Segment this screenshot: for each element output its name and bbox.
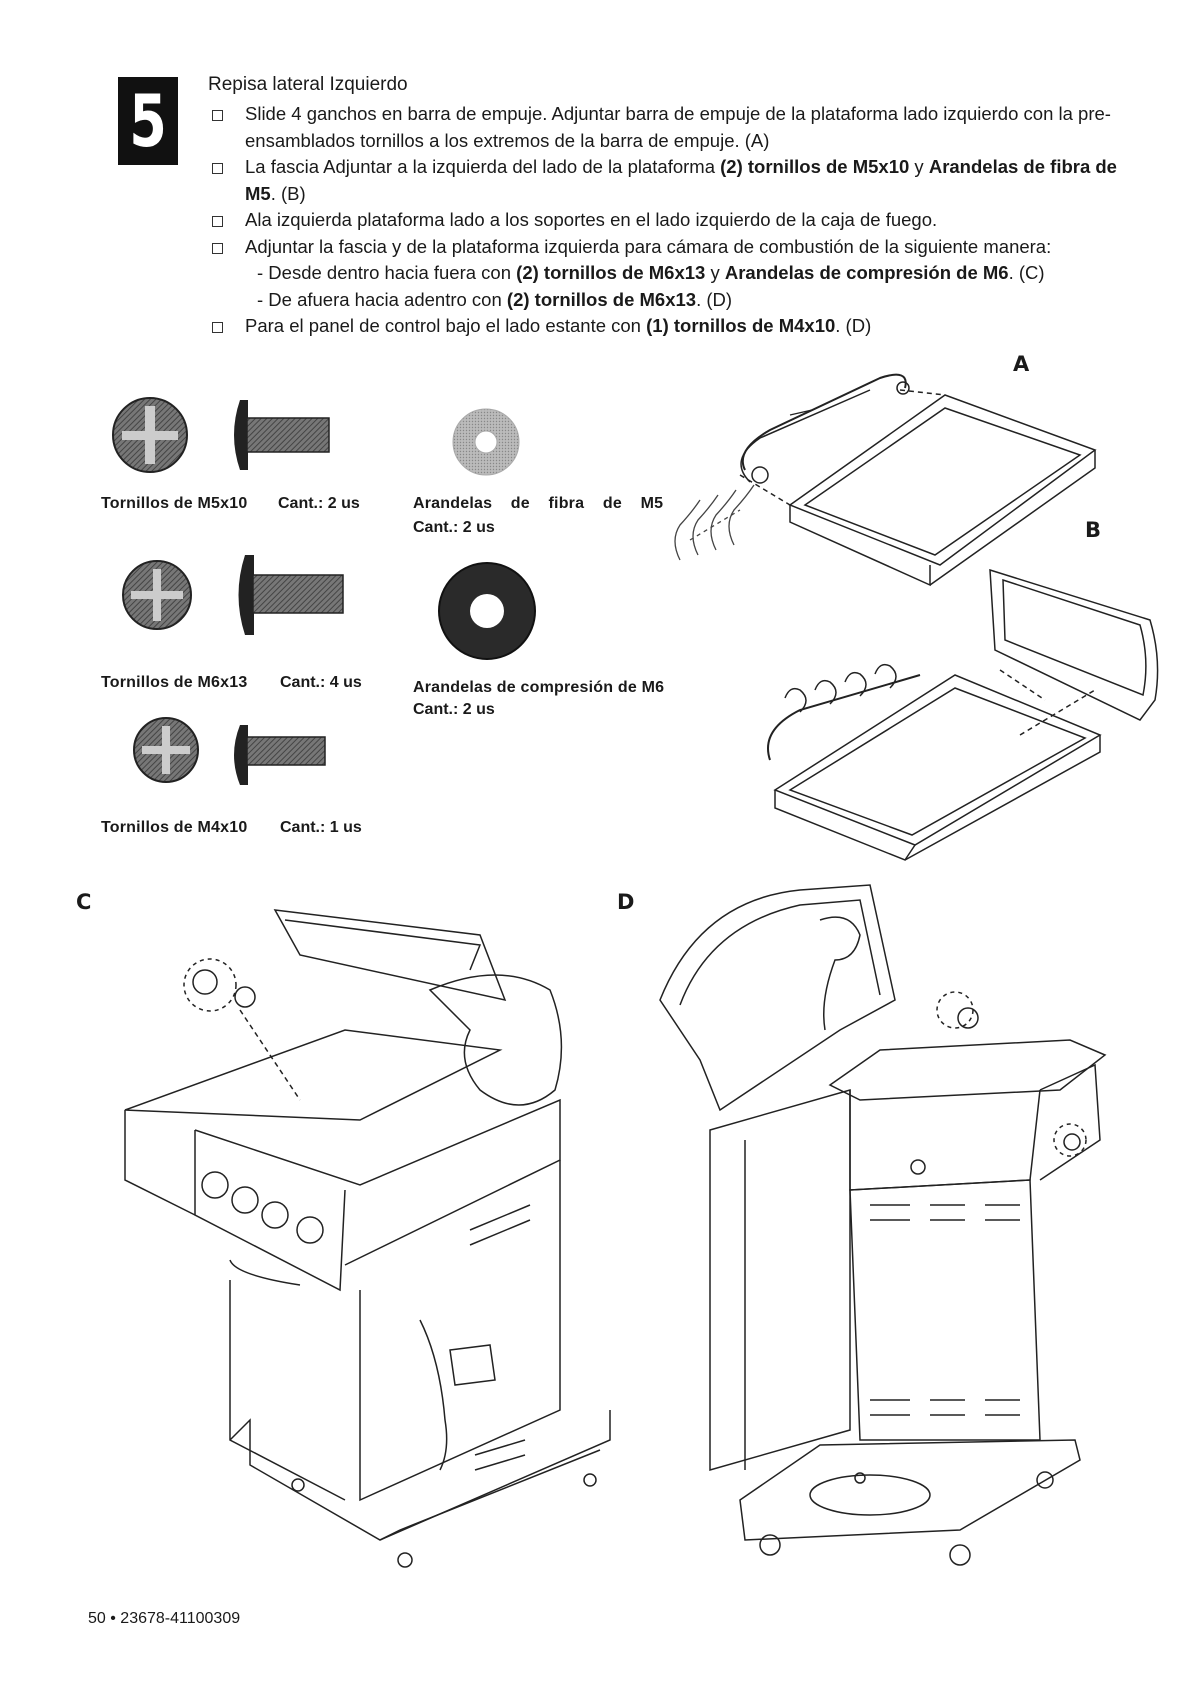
- fiber-washer-icon: [452, 408, 520, 476]
- instruction-item: La fascia Adjuntar a la izquierda del la…: [208, 154, 1138, 207]
- part-qty-m5-screw: Cant.: 2 us: [278, 495, 360, 512]
- page-footer: 50 • 23678-41100309: [88, 1610, 241, 1627]
- figure-letter-b: B: [1085, 518, 1102, 542]
- figure-a-side-shelf: [739, 373, 1097, 587]
- instruction-item: Adjuntar la fascia y de la plataforma iz…: [208, 234, 1138, 261]
- part-label-m6-screw: Tornillos de M6x13: [101, 674, 248, 691]
- part-label-m5-washer: Arandelas de fibra de M5: [413, 495, 664, 512]
- checkbox-icon: [212, 110, 223, 121]
- part-qty-m6-washer: Cant.: 2 us: [413, 701, 495, 718]
- figure-c-grill-front: [124, 909, 611, 1568]
- checkbox-icon: [212, 216, 223, 227]
- part-label-m6-washer: Arandelas de compresión de M6: [413, 679, 665, 696]
- hooks-icon: [674, 484, 755, 561]
- m4-screw-head-icon: [133, 717, 199, 783]
- m5-screw-head-icon: [112, 397, 188, 473]
- part-qty-m5-washer: Cant.: 2 us: [413, 519, 495, 536]
- m4-screw-side-icon: [234, 725, 326, 785]
- instruction-item: Ala izquierda plataforma lado a los sopo…: [208, 207, 1138, 234]
- checkbox-icon: [212, 163, 223, 174]
- figure-letter-a: A: [1013, 352, 1030, 376]
- m6-screw-side-icon: [238, 555, 344, 635]
- figure-letter-c: C: [76, 890, 92, 914]
- part-qty-m6-screw: Cant.: 4 us: [280, 674, 362, 691]
- m6-screw-head-icon: [122, 560, 192, 630]
- part-label-m5-screw: Tornillos de M5x10: [101, 495, 248, 512]
- sub-instruction: - Desde dentro hacia fuera con (2) torni…: [257, 262, 1045, 283]
- m5-screw-side-icon: [234, 400, 330, 470]
- checkbox-icon: [212, 242, 223, 254]
- part-label-m4-screw: Tornillos de M4x10: [101, 819, 248, 836]
- figure-letter-d: D: [617, 890, 635, 914]
- step-number-badge: 5: [118, 77, 178, 165]
- compression-washer-icon: [438, 562, 536, 660]
- instruction-item: Para el panel de control bajo el lado es…: [208, 313, 1138, 340]
- checkbox-icon: [212, 322, 223, 333]
- instruction-list: Slide 4 ganchos en barra de empuje. Adju…: [208, 101, 1138, 340]
- figure-d-grill-rear: [659, 884, 1107, 1566]
- figure-b-shelf-with-fascia: [767, 568, 1159, 861]
- part-qty-m4-screw: Cant.: 1 us: [280, 819, 362, 836]
- sub-instruction: - De afuera hacia adentro con (2) tornil…: [257, 288, 733, 310]
- step-title: Repisa lateral Izquierdo: [208, 74, 408, 95]
- instruction-item: Slide 4 ganchos en barra de empuje. Adju…: [208, 101, 1138, 154]
